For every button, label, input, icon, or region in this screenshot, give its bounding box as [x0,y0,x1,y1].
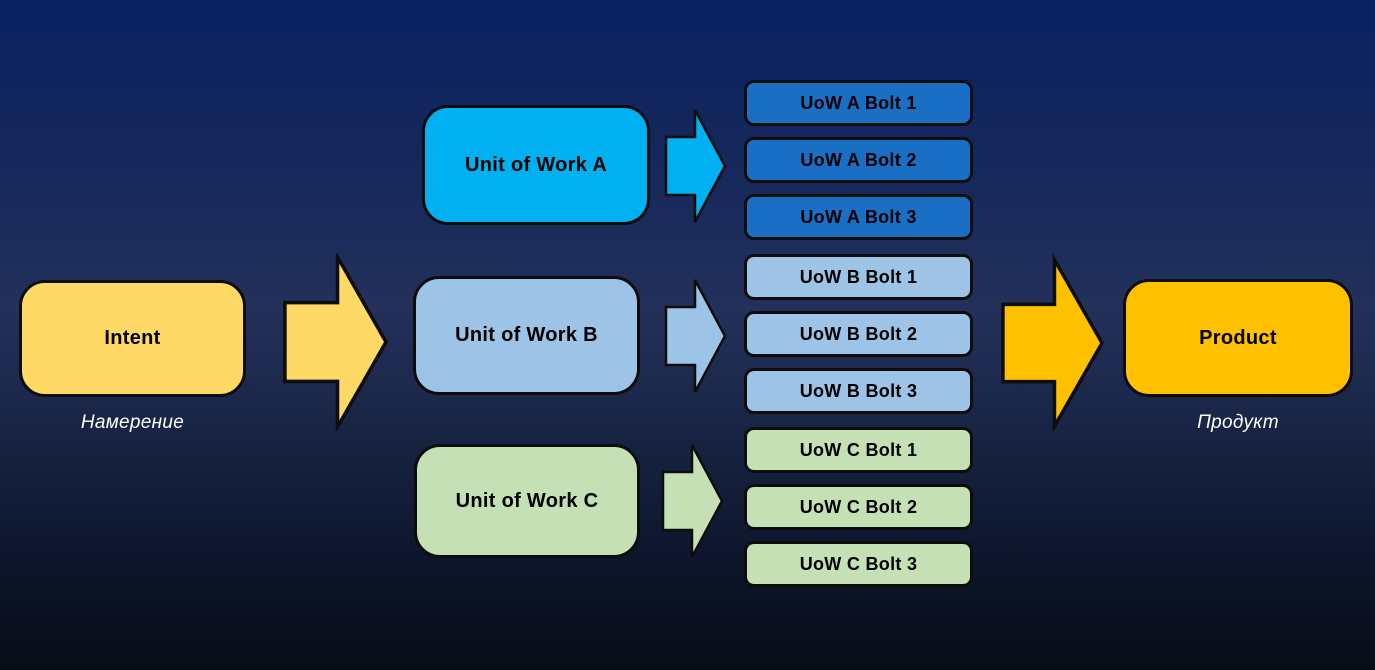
unit-b-to-bolts-arrow [664,279,727,393]
unit-of-work-c-box: Unit of Work C [414,444,640,558]
bolt-uow-c-3: UoW C Bolt 3 [744,541,973,587]
bolt-uow-c-3-label: UoW C Bolt 3 [799,553,918,574]
units-to-product-arrow [1001,253,1105,433]
bolt-uow-b-3: UoW B Bolt 3 [744,368,973,414]
unit-a-to-bolts-arrow-shape [664,109,727,223]
unit-c-to-bolts-arrow [661,444,724,558]
unit-of-work-b-label: Unit of Work B [455,324,598,346]
bolt-uow-a-1: UoW A Bolt 1 [744,80,973,126]
bolt-uow-a-2-label: UoW A Bolt 2 [800,149,917,170]
bolt-uow-b-1-label: UoW B Bolt 1 [799,266,918,287]
intent-caption: Намерение [80,412,185,433]
product-label: Product [1199,326,1277,349]
units-to-product-arrow-shape [1001,253,1105,433]
bolt-uow-b-3-label: UoW B Bolt 3 [799,380,918,401]
intent-label: Intent [104,327,161,349]
unit-of-work-a-label: Unit of Work A [465,153,607,176]
bolt-uow-a-3-label: UoW A Bolt 3 [800,206,917,227]
bolt-uow-c-1: UoW C Bolt 1 [744,427,973,473]
bolt-uow-b-1: UoW B Bolt 1 [744,254,973,300]
unit-of-work-a-box: Unit of Work A [422,105,650,225]
unit-b-to-bolts-arrow-shape [664,279,727,393]
unit-c-to-bolts-arrow-shape [661,444,724,558]
bolt-uow-a-1-label: UoW A Bolt 1 [800,92,917,113]
bolt-uow-b-2-label: UoW B Bolt 2 [799,323,918,344]
bolt-uow-c-2: UoW C Bolt 2 [744,484,973,530]
intent-to-units-arrow [283,253,389,431]
product-caption: Продукт [1197,412,1279,433]
intent-box: Intent [19,280,246,397]
product-box: Product [1123,279,1353,397]
unit-of-work-c-label: Unit of Work C [455,489,599,512]
bolt-uow-c-1-label: UoW C Bolt 1 [799,439,918,460]
bolt-uow-c-2-label: UoW C Bolt 2 [799,496,918,517]
unit-of-work-b-box: Unit of Work B [413,276,640,395]
bolt-uow-a-3: UoW A Bolt 3 [744,194,973,240]
intent-to-units-arrow-shape [283,253,389,431]
unit-a-to-bolts-arrow [664,109,727,223]
bolt-uow-a-2: UoW A Bolt 2 [744,137,973,183]
bolt-uow-b-2: UoW B Bolt 2 [744,311,973,357]
